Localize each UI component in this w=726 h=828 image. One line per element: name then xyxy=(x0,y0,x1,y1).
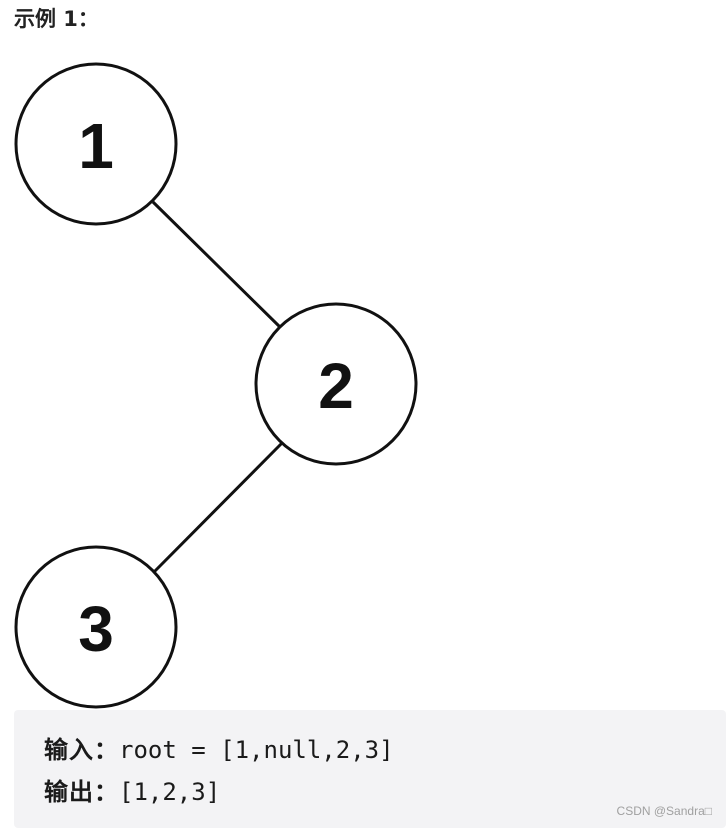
node-label-3: 3 xyxy=(78,593,114,665)
edge-1-2 xyxy=(151,200,284,331)
example-code-block: 输入：root = [1,null,2,3] 输出：[1,2,3] xyxy=(14,710,726,828)
node-label-2: 2 xyxy=(318,350,354,422)
csdn-watermark: CSDN @Sandra□ xyxy=(616,804,712,818)
input-line: 输入：root = [1,null,2,3] xyxy=(44,735,394,765)
binary-tree-diagram: 1 2 3 xyxy=(14,62,418,709)
edge-2-3 xyxy=(151,441,284,575)
output-line: 输出：[1,2,3] xyxy=(44,777,220,807)
output-label: 输出： xyxy=(44,778,119,806)
example-heading: 示例 1： xyxy=(14,7,99,31)
tree-node-2: 2 xyxy=(254,302,418,466)
tree-node-1: 1 xyxy=(14,62,178,226)
tree-node-3: 3 xyxy=(14,545,178,709)
input-label: 输入： xyxy=(44,736,119,764)
output-value: [1,2,3] xyxy=(119,778,221,806)
input-value: root = [1,null,2,3] xyxy=(119,736,394,764)
node-label-1: 1 xyxy=(78,110,114,182)
